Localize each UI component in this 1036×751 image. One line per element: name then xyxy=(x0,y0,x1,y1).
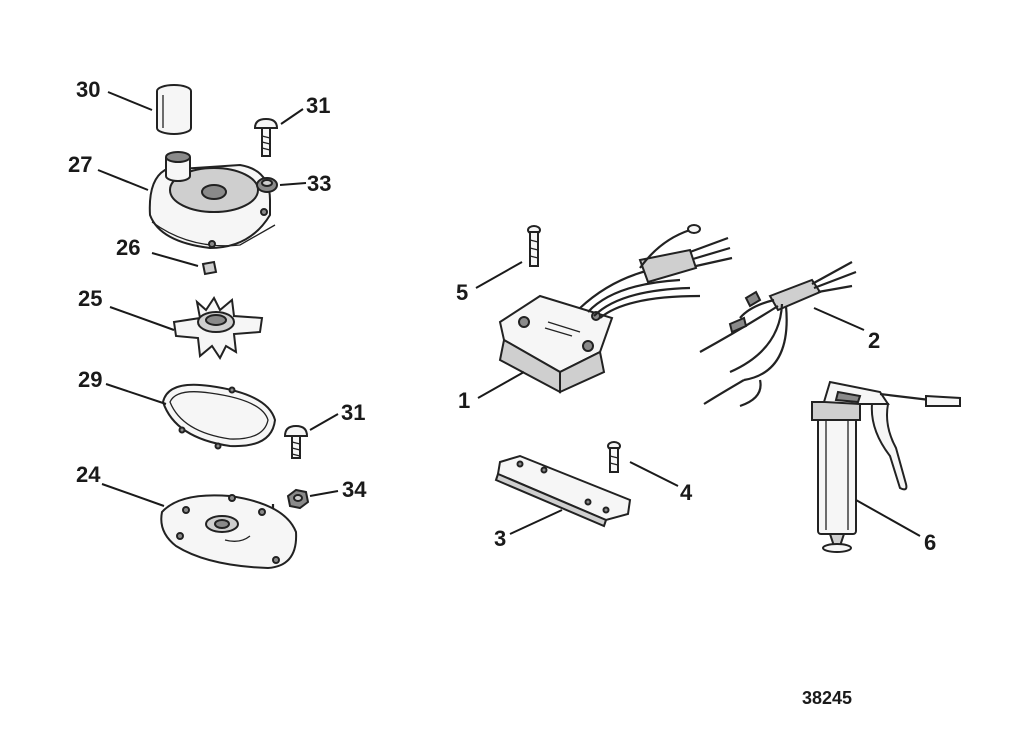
part-6-grease-gun xyxy=(811,380,961,553)
part-5-screw xyxy=(527,225,541,267)
leader-6 xyxy=(855,499,921,537)
part-4-screw xyxy=(607,441,621,473)
leader-5 xyxy=(475,261,523,289)
callout-1: 1 xyxy=(458,388,470,413)
leader-3 xyxy=(509,509,563,535)
part-26-key xyxy=(201,260,218,276)
leader-29 xyxy=(105,383,167,405)
part-27-pump-housing xyxy=(148,151,276,250)
callout-5: 5 xyxy=(456,280,468,305)
part-24-face-plate xyxy=(160,494,298,570)
callout-6: 6 xyxy=(924,530,936,555)
leader-24 xyxy=(101,483,165,507)
callout-30: 30 xyxy=(76,77,100,102)
leader-25 xyxy=(109,306,175,331)
part-29-gasket xyxy=(161,383,277,450)
callout-4: 4 xyxy=(680,480,693,505)
callout-31-lower: 31 xyxy=(341,400,365,425)
callout-31-top: 31 xyxy=(306,93,330,118)
leader-33 xyxy=(279,182,307,186)
part-3-mounting-plate xyxy=(494,454,632,528)
callout-26: 26 xyxy=(116,235,140,260)
leader-4 xyxy=(629,461,679,487)
leader-34 xyxy=(309,490,339,497)
callout-29: 29 xyxy=(78,367,102,392)
callout-3: 3 xyxy=(494,526,506,551)
leader-30 xyxy=(107,91,153,111)
part-33-grommet xyxy=(256,177,278,193)
part-30-sleeve xyxy=(156,84,192,135)
part-25-impeller xyxy=(172,296,264,360)
figure-number: 38245 xyxy=(802,688,852,708)
part-2-wire-harness xyxy=(699,261,857,408)
leader-31-top xyxy=(280,108,304,125)
part-34-nut xyxy=(286,488,310,510)
leader-1 xyxy=(477,371,525,399)
part-31-bolt-top xyxy=(253,117,279,157)
leader-2 xyxy=(813,307,865,331)
callout-25: 25 xyxy=(78,286,102,311)
callout-33: 33 xyxy=(307,171,331,196)
callout-34: 34 xyxy=(342,477,367,502)
leader-26 xyxy=(151,252,199,267)
leader-27 xyxy=(97,169,149,191)
part-1-rectifier-module xyxy=(498,224,733,394)
callout-27: 27 xyxy=(68,152,92,177)
callout-24: 24 xyxy=(76,462,101,487)
leader-31-lower xyxy=(309,413,339,431)
part-31-bolt-lower xyxy=(283,424,309,459)
callout-2: 2 xyxy=(868,328,880,353)
